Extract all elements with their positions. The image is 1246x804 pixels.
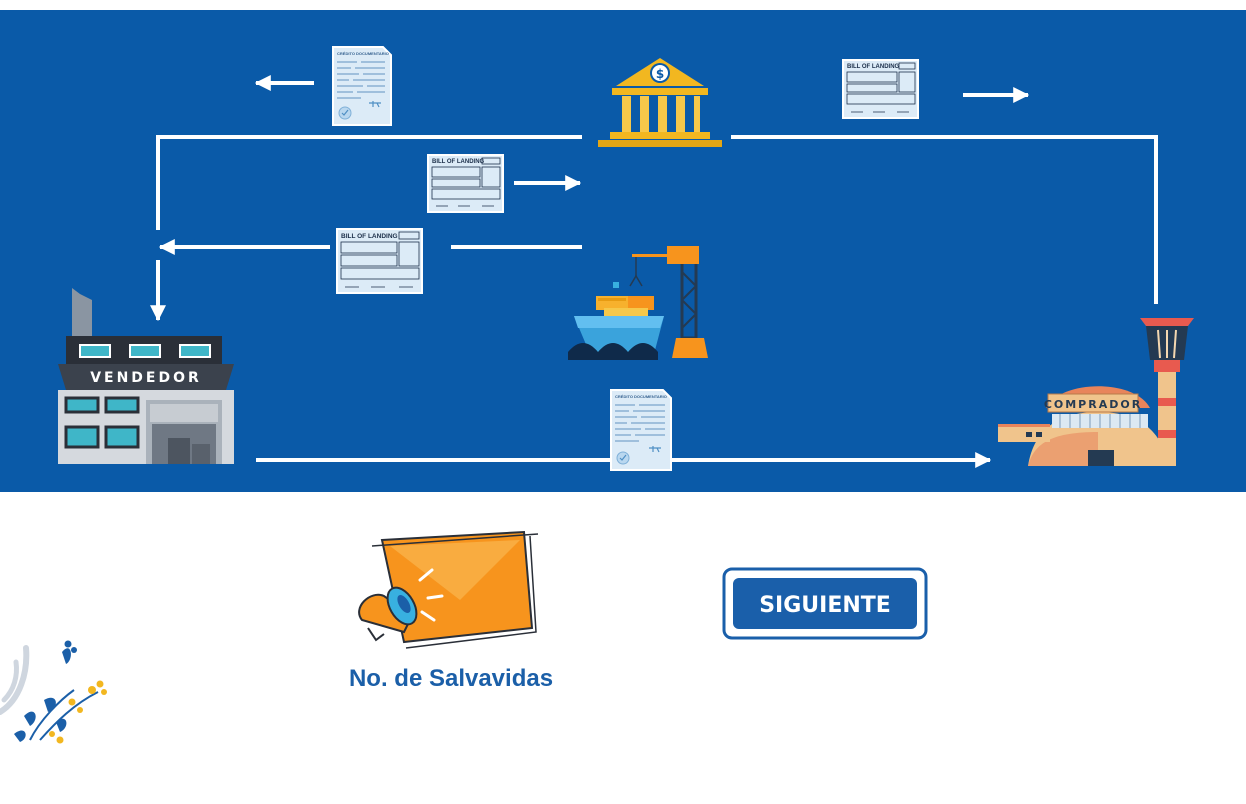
bank-dollar-symbol: $ — [656, 67, 664, 81]
bill-of-landing-middle-title: BILL OF LANDING — [432, 159, 485, 165]
bill-of-landing-top-icon: BILL OF LANDING — [842, 59, 919, 119]
bank-icon: $ — [598, 58, 722, 147]
credit-document-icon: CRÉDITO DOCUMENTARIO — [332, 46, 392, 126]
airport-icon: COMPRADOR — [998, 318, 1194, 466]
ship-crane-icon — [568, 246, 708, 360]
credit-document-title: CRÉDITO DOCUMENTARIO — [337, 51, 389, 56]
decorative-plant-icon — [0, 640, 107, 744]
lifelines-label: No. de Salvavidas — [349, 665, 553, 692]
bill-of-landing-top-title: BILL OF LANDING — [847, 64, 900, 70]
megaphone-icon[interactable] — [358, 530, 539, 649]
buyer-label: COMPRADOR — [1044, 398, 1142, 411]
bill-of-landing-left-title: BILL OF LANDING — [341, 233, 398, 240]
seller-label: VENDEDOR — [90, 370, 202, 386]
next-button-label: SIGUIENTE — [759, 593, 891, 618]
credit-document-bottom-title: CRÉDITO DOCUMENTARIO — [615, 394, 667, 399]
bill-of-landing-left-icon: BILL OF LANDING — [336, 228, 423, 294]
credit-document-bottom-icon: CRÉDITO DOCUMENTARIO — [610, 389, 672, 471]
next-button[interactable]: SIGUIENTE — [722, 567, 928, 640]
warehouse-icon: VENDEDOR — [58, 288, 234, 464]
line-bank-to-buyer — [731, 135, 1158, 304]
line-bank-to-seller — [156, 135, 582, 230]
bill-of-landing-middle-icon: BILL OF LANDING — [427, 154, 504, 213]
